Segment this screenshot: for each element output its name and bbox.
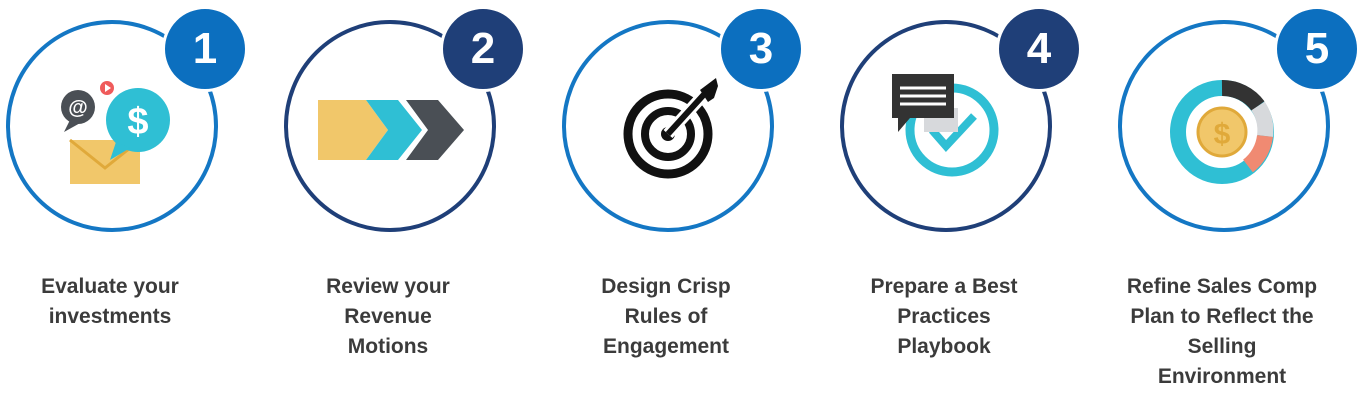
step-4: 4 Prepare a Best Practices Playbook: [834, 0, 1104, 405]
step-2: 2 Review your Revenue Motions: [278, 0, 548, 405]
label-line: Design Crisp: [601, 275, 731, 298]
step-label: Refine Sales Comp Plan to Reflect the Se…: [1097, 272, 1347, 392]
label-line: Evaluate your: [41, 275, 179, 298]
label-line: Playbook: [897, 335, 991, 358]
label-line: Selling: [1187, 335, 1257, 358]
step-label: Review your Revenue Motions: [263, 272, 513, 362]
step-number-badge: 5: [1274, 6, 1360, 92]
step-number-badge: 4: [996, 6, 1082, 92]
step-label: Design Crisp Rules of Engagement: [541, 272, 791, 362]
label-line: Practices: [897, 305, 991, 328]
label-line: Plan to Reflect the: [1130, 305, 1314, 328]
label-line: Refine Sales Comp: [1126, 275, 1318, 298]
label-line: Prepare a Best: [870, 275, 1018, 298]
svg-text:@: @: [68, 97, 88, 119]
step-5: 5 $ Refine Sales Comp Plan to Reflect th…: [1112, 0, 1363, 405]
label-line: Environment: [1157, 365, 1287, 388]
step-number-badge: 1: [162, 6, 248, 92]
label-line: Engagement: [602, 335, 730, 358]
label-line: Review your: [326, 275, 450, 298]
money-email-icon: @ $: [61, 81, 170, 184]
step-label: Evaluate your investments: [0, 272, 235, 332]
step-number-badge: 3: [718, 6, 804, 92]
step-3: 3 Design Crisp Rules of Engagement: [556, 0, 826, 405]
arrows-icon: [318, 100, 464, 160]
svg-text:$: $: [127, 101, 148, 143]
coin-chart-icon: $: [1170, 80, 1274, 184]
target-icon: [623, 78, 718, 179]
step-1: 1 @ $ Evaluate your investments: [0, 0, 270, 405]
label-line: investments: [48, 305, 172, 328]
checklist-icon: [892, 74, 999, 177]
label-line: Motions: [347, 335, 429, 358]
label-line: Revenue: [344, 305, 432, 328]
step-number-badge: 2: [440, 6, 526, 92]
label-line: Rules of: [624, 305, 708, 328]
step-label: Prepare a Best Practices Playbook: [819, 272, 1069, 362]
svg-text:$: $: [1214, 118, 1231, 151]
